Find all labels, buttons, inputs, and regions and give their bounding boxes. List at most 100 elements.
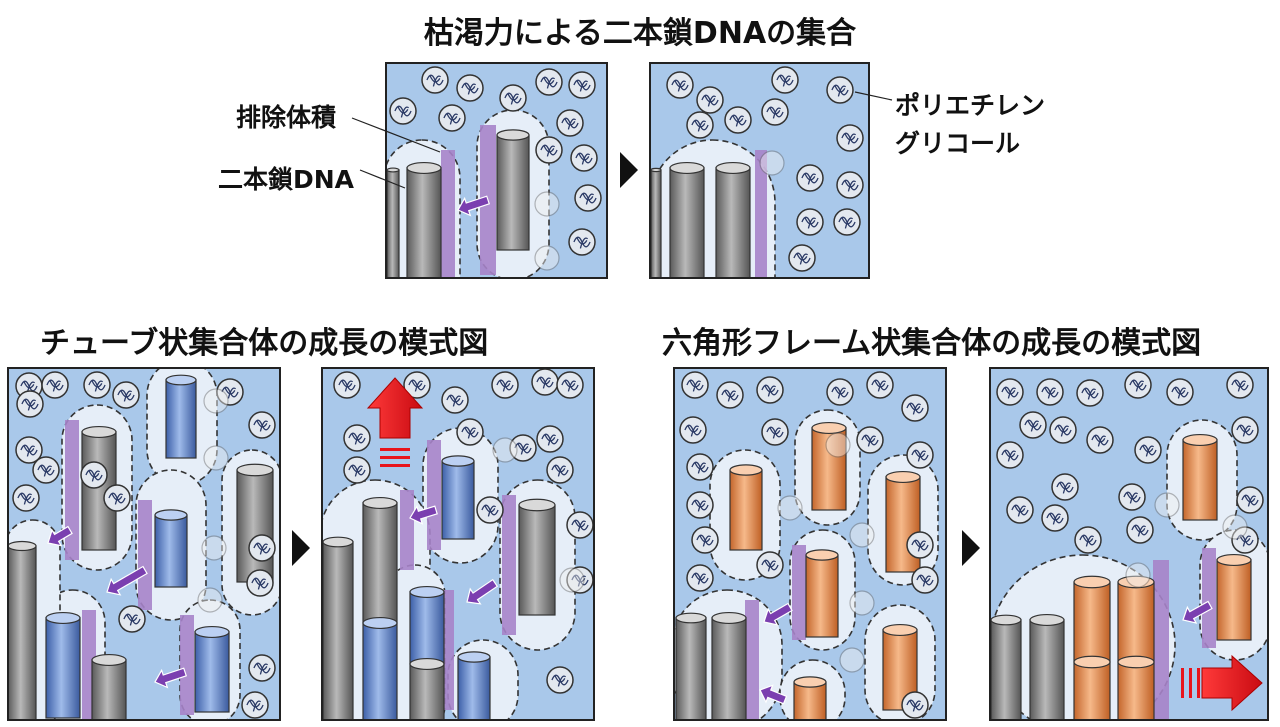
peg-coil-icon [796,208,824,236]
peg-coil-icon [756,551,784,579]
peg-coil-icon [761,418,789,446]
peg-faded-icon [197,587,223,613]
peg-coil-icon [686,564,714,592]
peg-faded-icon [203,388,229,414]
red-arrow-icon [366,377,424,467]
peg-coil-icon [118,605,146,633]
peg-coil-icon [1019,411,1047,439]
peg-coil-icon [566,511,594,539]
peg-coil-icon [1051,473,1079,501]
peg-coil-icon [499,84,527,112]
peg-coil-icon [1231,526,1259,554]
peg-faded-icon [1222,514,1248,540]
peg-coil-icon [686,453,714,481]
peg-coil-icon [856,426,884,454]
depletion-region [1153,560,1169,720]
purple-arrow-icon [1182,600,1213,624]
peg-coil-icon [103,484,131,512]
peg-coil-icon [15,436,43,464]
peg-coil-icon [666,71,694,99]
purple-arrow-icon [759,684,788,705]
peg-coil-icon [456,74,484,102]
dna-cylinder [793,676,827,720]
depletion-region [427,440,441,550]
depletion-region [65,420,79,560]
excluded-volume-pointer [351,117,441,153]
dna-cylinder [362,616,398,720]
peg-coil-icon [1036,378,1064,406]
peg-coil-icon [403,371,431,399]
tube-title: チューブ状集合体の成長の模式図 [40,326,489,361]
peg-coil-icon [1041,504,1069,532]
peg-coil-icon [996,441,1024,469]
peg-coil-icon [679,416,707,444]
panel-tube-after [321,367,595,721]
peg-coil-icon [441,386,469,414]
peg-coil-icon [866,371,894,399]
peg-coil-icon [691,526,719,554]
peg-faded-icon [201,535,227,561]
peg-faded-icon [849,590,875,616]
purple-arrow-icon [154,667,188,689]
dsdna-pointer [359,169,406,189]
peg-coil-icon [546,666,574,694]
peg-coil-icon [535,136,563,164]
panel-hex-after [989,367,1269,721]
peg-faded-icon [825,432,851,458]
peg-coil-icon [456,418,484,446]
peg-faded-icon [849,522,875,548]
peg-coil-icon [836,124,864,152]
dna-cylinder [715,161,751,278]
dna-cylinder [194,625,230,713]
peg-faded-icon [534,245,560,271]
dna-cylinder [1029,613,1065,720]
peg-coil-icon [531,368,559,396]
peg-coil-icon [696,86,724,114]
red-arrow-icon [1181,654,1263,712]
peg-coil-icon [112,381,140,409]
peg-coil-icon [796,164,824,192]
depletion-region [792,545,806,640]
depletion-region [441,150,455,278]
triangle-right-icon [620,152,638,188]
peg-coil-icon [216,378,244,406]
purple-arrow-icon [47,525,73,547]
peg-coil-icon [1166,378,1194,406]
hexagon-title: 六角形フレーム状集合体の成長の模式図 [662,326,1202,361]
peg-coil-icon [546,456,574,484]
depletion-region [745,600,759,720]
peg-coil-icon [83,371,111,399]
peg-coil-icon [686,111,714,139]
peg-coil-icon [248,534,276,562]
peg-coil-icon [756,376,784,404]
peg-coil-icon [686,491,714,519]
dna-cylinder [236,463,274,583]
peg-coil-icon [421,66,449,94]
peg-faded-icon [839,647,865,673]
peg-label-line1: ポリエチレン [895,91,1046,120]
peg-coil-icon [724,106,752,134]
peg-coil-icon [1226,371,1254,399]
peg-coil-icon [536,425,564,453]
peg-coil-icon [566,566,594,594]
peg-faded-icon [534,191,560,217]
peg-coil-icon [1236,486,1264,514]
peg-coil-icon [570,144,598,172]
peg-coil-icon [32,456,60,484]
dna-cylinder [1182,433,1218,521]
peg-faded-icon [492,437,518,463]
dna-cylinder [409,657,445,720]
peg-faded-icon [777,495,803,521]
dna-cylinder [518,498,556,616]
dna-cylinder [496,129,530,251]
dna-cylinder [1117,575,1155,663]
purple-arrow-icon [457,195,491,217]
panel-top-after [649,62,870,279]
dna-cylinder [1073,655,1111,720]
dna-cylinder [457,651,491,720]
peg-coil-icon [788,244,816,272]
dna-cylinder [154,509,188,588]
purple-arrow-icon [106,565,148,596]
dna-cylinder [711,611,747,720]
depletion-region [1202,548,1216,648]
